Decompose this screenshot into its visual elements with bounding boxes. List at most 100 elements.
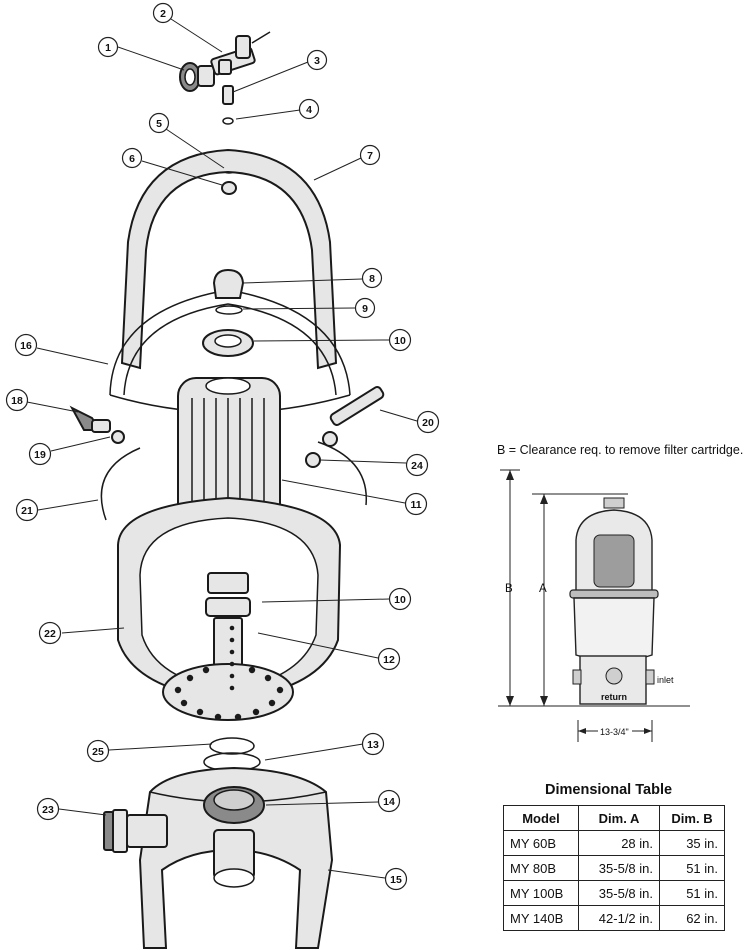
callout: 5 [148,112,170,134]
clearance-note: B = Clearance req. to remove filter cart… [497,443,744,457]
table-title: Dimensional Table [545,782,673,798]
side-port-part [103,809,168,853]
callout-number: 20 [422,417,434,429]
callout-number: 11 [410,499,421,511]
callout: 19 [28,442,52,466]
callout-number: 21 [21,505,33,517]
callout-number: 18 [11,395,23,407]
column-header: Model [503,805,579,831]
model-cell: MY 100B [503,880,579,906]
dim-a-cell: 35-5/8 in. [578,855,660,881]
table-row: MY 140B 42-1/2 in. 62 in. [503,905,725,931]
dim-a-cell: 35-5/8 in. [578,880,660,906]
callout: 25 [86,739,110,763]
callout: 22 [38,621,62,645]
callout-number: 8 [369,273,375,285]
callout-number: 16 [20,340,32,352]
standpipe-part [162,572,294,721]
model-cell: MY 60B [503,830,579,856]
table-header-row: Model Dim. A Dim. B [503,805,725,831]
callout-number: 13 [367,739,379,751]
callout: 6 [121,147,143,169]
table-row: MY 100B 35-5/8 in. 51 in. [503,880,725,906]
standpipe-holes [174,625,284,721]
callout-number: 4 [306,104,312,116]
clamp-bolt-part [322,386,385,447]
label-b: B [505,583,513,595]
callout: 13 [361,732,385,756]
callout: 23 [36,797,60,821]
callout: 7 [359,144,381,166]
table-row: MY 60B 28 in. 35 in. [503,830,725,856]
mini-filter-illustration [569,497,659,705]
bottom-port-part [213,829,255,888]
air-relief-valve-part [210,31,271,76]
cap-part [212,268,245,299]
callout: 3 [306,49,328,71]
callout: 15 [384,867,408,891]
callout-number: 19 [34,449,46,461]
callout: 16 [14,333,38,357]
callout: 12 [377,647,401,671]
base-part [138,766,334,949]
dimension-inset: B A inlet return 13-3/4" [498,469,690,742]
callout-number: 7 [367,150,373,162]
callout: 21 [15,498,39,522]
callout-number: 23 [42,804,54,816]
pressure-gauge-part [179,62,215,92]
callout: 20 [416,410,440,434]
callout-number: 1 [105,42,111,54]
callout: 10 [388,587,412,611]
callout-number: 5 [156,118,162,130]
column-header: Dim. A [578,805,660,831]
callout-number: 15 [390,874,402,886]
table-row: MY 80B 35-5/8 in. 51 in. [503,855,725,881]
fitting-part [222,85,234,105]
clamp-knob-part [69,405,125,444]
callout-number: 12 [383,654,395,666]
callout-number: 6 [129,153,135,165]
callout: 24 [405,453,429,477]
dim-b-cell: 62 in. [659,905,725,931]
callout: 2 [152,2,174,24]
column-header: Dim. B [659,805,725,831]
o-ring-25-part [209,737,255,755]
o-ring-small-part [222,117,234,125]
callout-number: 9 [362,303,368,315]
dim-b-cell: 35 in. [659,830,725,856]
callout: 14 [377,789,401,813]
width-dimension-label: 13-3/4" [600,727,629,737]
label-inlet: inlet [657,675,674,685]
dome-handle-part [120,148,338,370]
clamp-pin-part [305,452,321,468]
callout: 9 [354,297,376,319]
callout-number: 10 [394,594,406,606]
model-cell: MY 80B [503,855,579,881]
callout-number: 25 [92,746,104,758]
callout: 8 [361,267,383,289]
callout: 18 [5,388,29,412]
callout: 11 [404,492,428,516]
callout-number: 24 [411,460,423,472]
dim-a-cell: 42-1/2 in. [578,905,660,931]
clamp-band-part [100,441,367,521]
label-return: return [601,692,627,702]
callout: 4 [298,98,320,120]
callout-number: 22 [44,628,56,640]
callout: 1 [97,36,119,58]
washer-9-part [215,305,243,315]
callout-number: 2 [160,8,166,20]
dim-b-cell: 51 in. [659,880,725,906]
callout-number: 10 [394,335,406,347]
dimensional-table: Model Dim. A Dim. B MY 60B 28 in. 35 in.… [503,805,725,931]
leader-lines [26,18,418,879]
nut-part [221,181,237,195]
callout: 10 [388,328,412,352]
dim-a-cell: 28 in. [578,830,660,856]
dim-b-cell: 51 in. [659,855,725,881]
callout-number: 3 [314,55,320,67]
callout-number: 14 [383,796,395,808]
union-fitting-part [203,786,265,824]
label-a: A [539,583,547,595]
